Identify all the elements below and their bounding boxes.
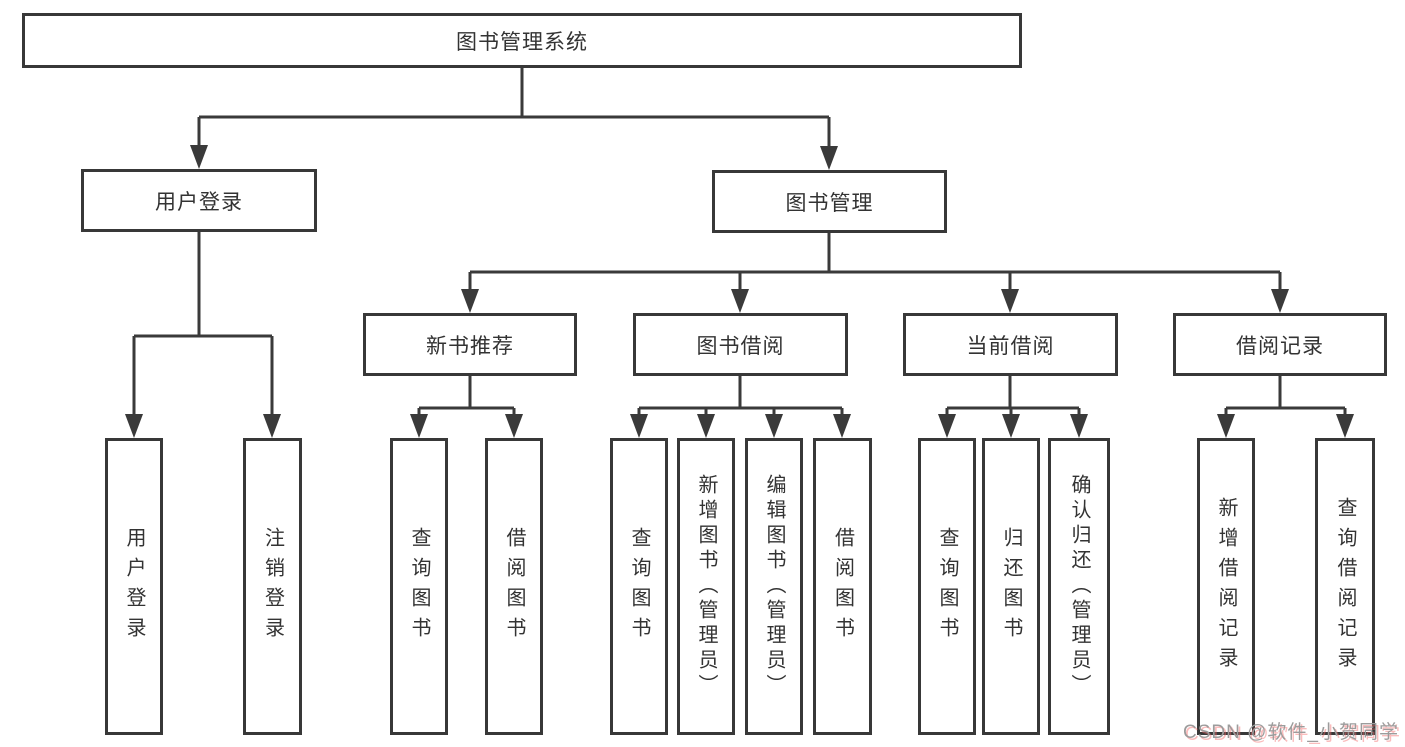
node-label: 确认归还（管理员） [1068,474,1090,699]
leaf-user-login: 用户登录 [105,438,163,735]
leaf-records-add-record: 新增借阅记录 [1197,438,1255,735]
leaf-borrow-borrow-books: 借阅图书 [813,438,872,735]
leaf-borrow-add-books-admin: 新增图书（管理员） [677,438,735,735]
node-label: 图书借阅 [696,334,785,358]
node-label: 用户登录 [155,190,243,214]
leaf-current-return-books: 归还图书 [982,438,1040,735]
csdn-watermark: CSDN @软件_小贺同学 [1183,722,1399,743]
node-label: 新书推荐 [426,334,514,358]
node-current-borrow: 当前借阅 [903,313,1118,376]
node-book-management: 图书管理 [712,170,947,233]
node-new-book-recommend: 新书推荐 [363,313,577,376]
leaf-borrow-edit-books-admin: 编辑图书（管理员） [745,438,803,735]
node-label: 当前借阅 [966,334,1055,358]
node-label: 借阅图书 [503,526,525,647]
node-label: 用户登录 [123,526,145,647]
leaf-records-query-record: 查询借阅记录 [1315,438,1375,735]
node-label: 借阅记录 [1236,334,1324,358]
node-label: 新增借阅记录 [1215,496,1237,677]
node-label: 图书管理 [785,191,874,215]
node-label: 查询图书 [408,526,430,647]
leaf-recommend-query-books: 查询图书 [390,438,448,735]
leaf-logout: 注销登录 [243,438,302,735]
node-label: 归还图书 [1000,526,1022,647]
node-root-system: 图书管理系统 [22,13,1022,68]
leaf-current-confirm-return-admin: 确认归还（管理员） [1048,438,1110,735]
node-label: 新增图书（管理员） [695,474,717,699]
leaf-recommend-borrow-books: 借阅图书 [485,438,543,735]
node-borrow-records: 借阅记录 [1173,313,1387,376]
node-label: 图书管理系统 [456,30,588,54]
node-user-login: 用户登录 [81,169,317,232]
node-label: 注销登录 [261,526,284,647]
leaf-current-query-books: 查询图书 [918,438,976,735]
node-label: 查询借阅记录 [1334,496,1356,677]
node-label: 查询图书 [628,526,650,647]
node-book-borrow: 图书借阅 [633,313,848,376]
leaf-borrow-query-books: 查询图书 [610,438,668,735]
node-label: 查询图书 [936,526,958,647]
node-label: 编辑图书（管理员） [763,474,785,699]
node-label: 借阅图书 [831,526,854,647]
